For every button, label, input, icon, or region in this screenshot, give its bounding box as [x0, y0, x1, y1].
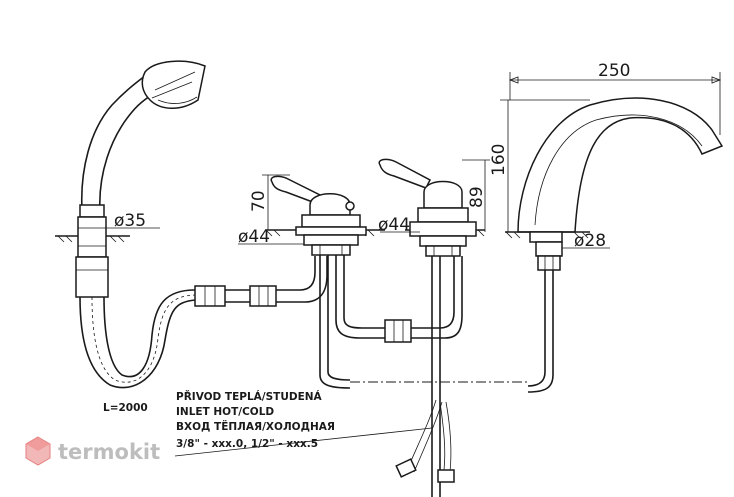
- left-valve: [265, 175, 385, 256]
- inlet-note-line-1: PŘIVOD TEPLÁ/STUDENÁ: [176, 390, 323, 403]
- dim-height-160: 160: [489, 144, 509, 176]
- dimension-lines: [106, 72, 722, 457]
- termokit-watermark-text: termokit: [58, 440, 160, 464]
- inlet-note: PŘIVOD TEPLÁ/STUDENÁ INLET HOT/COLD ВХОД…: [176, 390, 335, 450]
- inlet-note-line-3: ВХОД ТЁПЛАЯ/ХОЛОДНАЯ: [176, 419, 335, 433]
- right-valve: [378, 158, 485, 257]
- dim-diameter-valve-left: ø44: [238, 227, 270, 247]
- supply-pipes: [319, 255, 554, 497]
- spout: [505, 97, 724, 271]
- dim-diameter-valve-right: ø44: [378, 215, 410, 235]
- hose-length-label: L=2000: [103, 402, 148, 414]
- shower-hose: [79, 256, 328, 389]
- dim-height-70: 70: [249, 190, 269, 212]
- termokit-watermark: termokit: [25, 436, 160, 466]
- dim-diameter-shower: ø35: [114, 211, 146, 231]
- inlet-note-line-4: 3/8" - xxx.0, 1/2" - xxx.5: [176, 438, 318, 450]
- hand-shower: [55, 60, 206, 298]
- dim-width-250: 250: [598, 61, 630, 81]
- dim-diameter-spout: ø28: [574, 231, 606, 251]
- inlet-note-line-2: INLET HOT/COLD: [176, 406, 274, 418]
- dim-height-89: 89: [467, 186, 487, 208]
